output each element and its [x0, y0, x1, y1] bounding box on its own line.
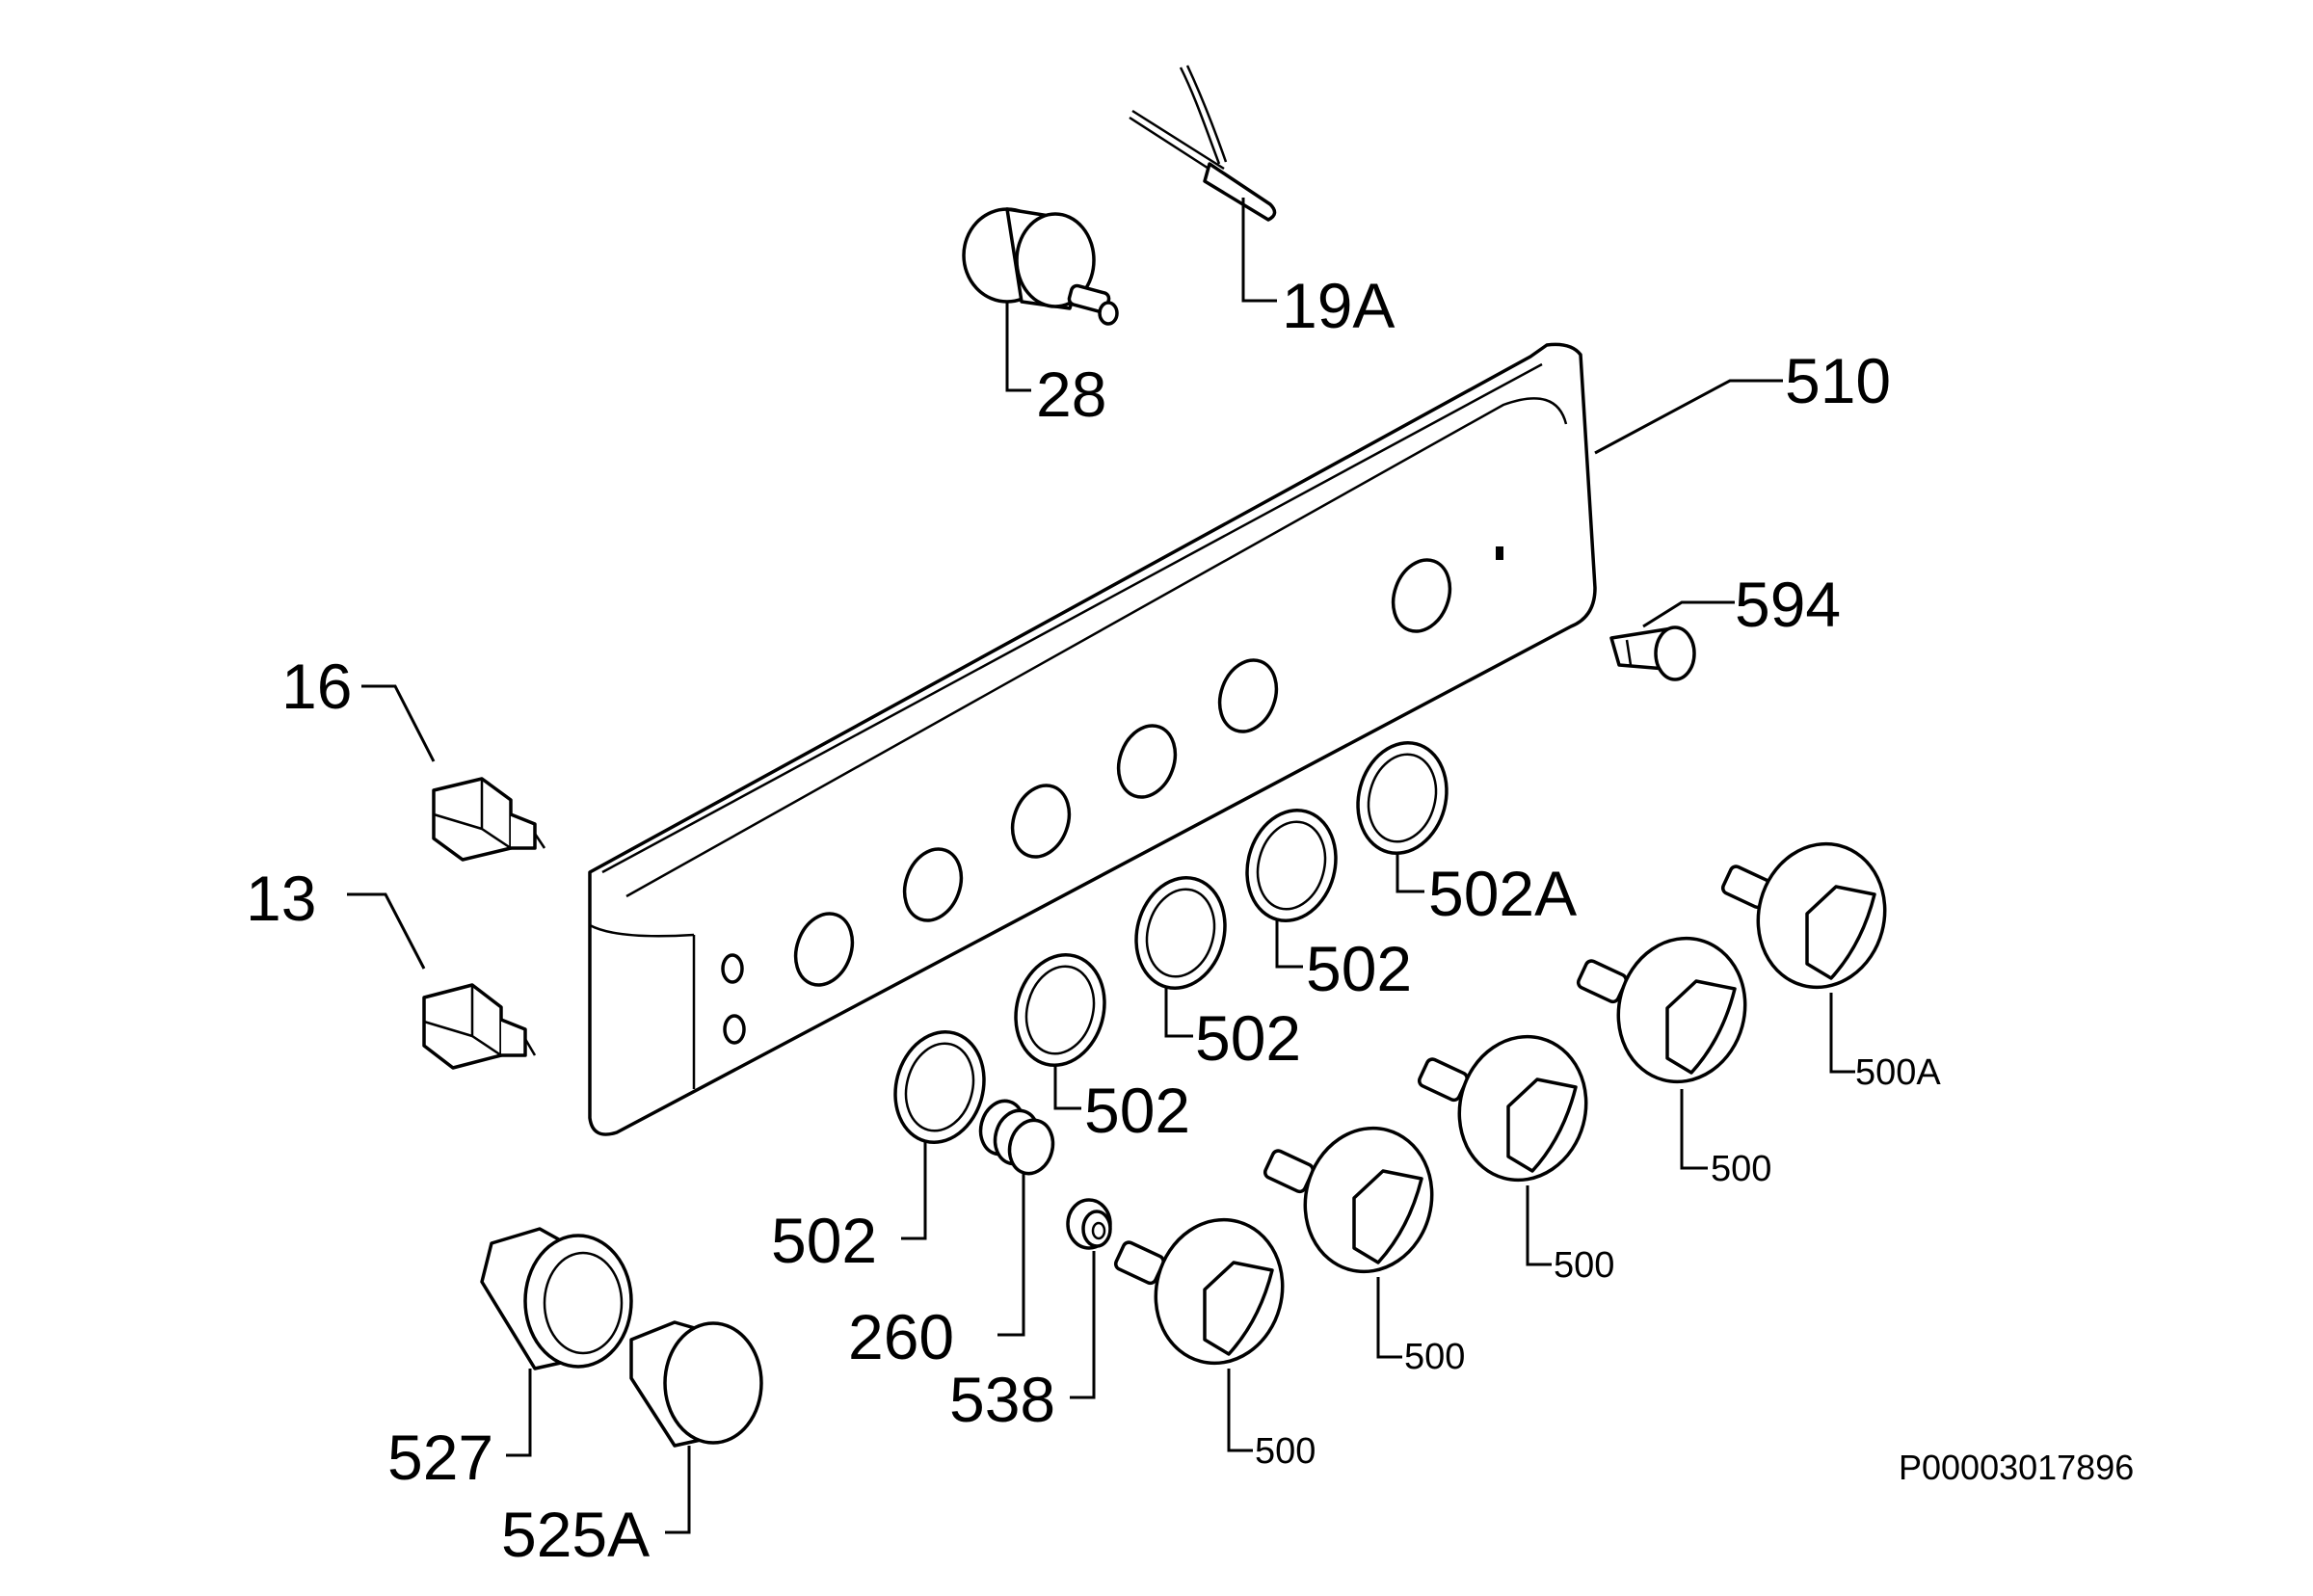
part-502-ring-1	[1245, 809, 1338, 969]
part-13-switch	[347, 892, 537, 1070]
label-500-1: 500	[1711, 1149, 1771, 1189]
part-260-spring	[978, 1099, 1055, 1337]
part-500-knob-2	[1417, 1034, 1588, 1266]
part-500-knob-3	[1263, 1126, 1434, 1359]
part-502-ring-3	[1014, 953, 1106, 1110]
part-500a-knob	[1720, 841, 1887, 1074]
label-28: 28	[1036, 359, 1106, 430]
document-code: P00003017896	[1899, 1448, 2134, 1487]
label-19a: 19A	[1282, 270, 1395, 341]
label-525a: 525A	[501, 1499, 650, 1570]
part-527-knob	[480, 1227, 633, 1457]
part-502-ring-2	[1134, 876, 1227, 1038]
part-538-nut	[1066, 1198, 1112, 1399]
label-510: 510	[1785, 345, 1891, 416]
label-502-1: 502	[1306, 933, 1412, 1004]
label-594: 594	[1735, 569, 1841, 640]
label-538: 538	[949, 1364, 1055, 1435]
label-16: 16	[281, 651, 352, 722]
label-500-3: 500	[1404, 1337, 1465, 1377]
part-594-lamp	[1609, 600, 1735, 681]
part-28-switch	[962, 207, 1119, 392]
label-500-4: 500	[1255, 1431, 1316, 1472]
part-502a-ring	[1356, 741, 1449, 893]
label-500a: 500A	[1855, 1052, 1941, 1093]
part-510-control-panel	[588, 342, 1783, 1136]
part-16-switch	[361, 684, 546, 862]
part-19a-wire	[1129, 65, 1277, 303]
part-502-ring-4	[893, 1030, 986, 1240]
part-500-knob-4	[1113, 1217, 1285, 1452]
label-502-2: 502	[1195, 1002, 1301, 1074]
label-502a: 502A	[1428, 858, 1577, 929]
label-260: 260	[848, 1301, 954, 1372]
label-502-4: 502	[771, 1205, 877, 1276]
part-500-knob-1	[1576, 936, 1747, 1170]
label-502-3: 502	[1084, 1075, 1190, 1146]
label-500-2: 500	[1554, 1245, 1614, 1286]
part-525a-knob	[629, 1320, 763, 1534]
label-527: 527	[387, 1422, 493, 1493]
label-13: 13	[246, 863, 316, 934]
